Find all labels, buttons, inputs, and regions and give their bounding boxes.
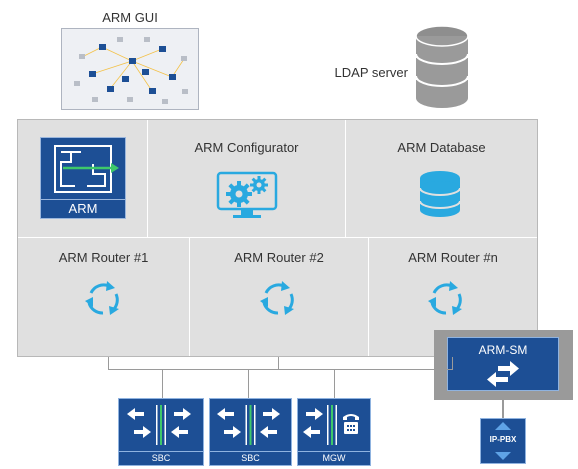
ip-pbx-tile: IP-PBX (480, 418, 526, 464)
router-label-1: ARM Router #1 (58, 250, 149, 265)
connector-line (108, 357, 109, 369)
panel-divider-bottom-1 (189, 238, 190, 356)
panel-divider-top-2 (345, 120, 346, 237)
router-cycle-icon (428, 281, 462, 315)
router-label-n: ARM Router #n (408, 250, 498, 265)
ip-pbx-arrows-icon (495, 422, 511, 460)
swap-arrows-icon (487, 361, 519, 387)
connector-line (108, 369, 453, 370)
panel-divider-top-1 (147, 120, 148, 237)
router-cell-n: ARM Router #n (369, 238, 537, 356)
router-cycle-icon (85, 281, 119, 315)
panel-divider-horizontal (18, 237, 537, 238)
database-cell: ARM Database (346, 120, 537, 237)
connector-line (452, 357, 453, 369)
configurator-icon (216, 171, 278, 218)
arm-sm-box: ARM-SM (434, 330, 573, 400)
ip-pbx-label: IP-PBX (489, 435, 517, 444)
device-label: SBC (210, 451, 291, 465)
router-cell-2: ARM Router #2 (190, 238, 368, 356)
router-label-2: ARM Router #2 (234, 250, 324, 265)
arm-sm-label: ARM-SM (478, 343, 528, 357)
device-label: SBC (119, 451, 203, 465)
arm-gui-label: ARM GUI (102, 10, 158, 25)
topology-map-icon (74, 37, 188, 104)
configurator-cell: ARM Configurator (148, 120, 345, 237)
arm-logo-tile: ARM (40, 137, 126, 219)
arm-sm-connector (502, 400, 504, 418)
configurator-label: ARM Configurator (194, 140, 299, 155)
arm-logo-icon (54, 145, 119, 193)
router-cycle-icon (260, 281, 294, 315)
arm-sm-tile: ARM-SM (447, 337, 559, 391)
sbc-device-2: SBC (209, 398, 292, 466)
sbc-device-1: SBC (118, 398, 204, 466)
ldap-server-icon (415, 25, 469, 108)
sbc-arrows-icon (217, 405, 280, 445)
mgw-device: MGW (297, 398, 371, 466)
ldap-server-label: LDAP server (334, 65, 408, 80)
database-label: ARM Database (397, 140, 486, 155)
device-label: MGW (298, 451, 370, 465)
database-icon (419, 171, 461, 217)
mgw-phone-icon (303, 405, 359, 445)
panel-divider-bottom-2 (368, 238, 369, 356)
connector-line (334, 369, 335, 398)
arm-logo-label: ARM (41, 199, 125, 218)
router-cell-1: ARM Router #1 (18, 238, 189, 356)
arm-gui-screenshot (61, 28, 199, 110)
connector-line (248, 369, 249, 398)
connector-line (278, 357, 279, 369)
connector-line (162, 369, 163, 398)
sbc-arrows-icon (127, 405, 191, 445)
